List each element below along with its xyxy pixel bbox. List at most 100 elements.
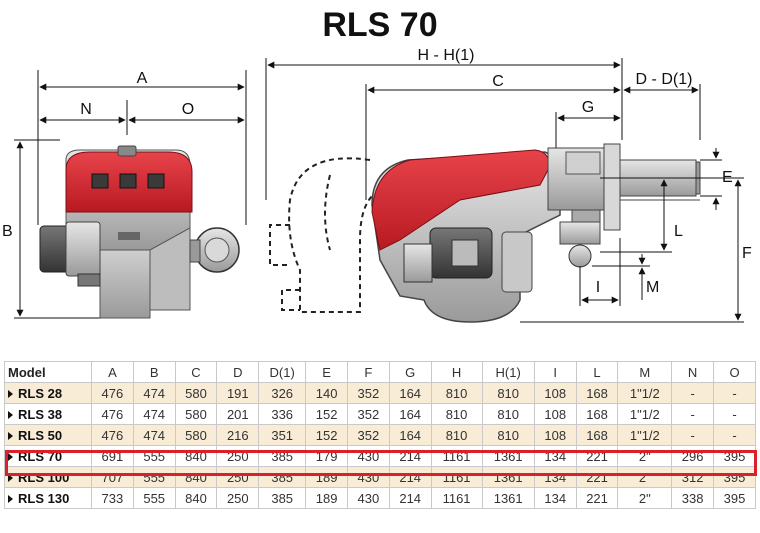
side-view: H - H(1) C D - D(1) G [265, 47, 752, 323]
table-cell: 476 [91, 382, 134, 404]
side-red-cover [371, 149, 550, 251]
column-header: L [575, 361, 619, 383]
table-cell: 810 [481, 382, 535, 404]
table-cell: 168 [575, 424, 619, 446]
model-name: RLS 130 [18, 490, 70, 506]
dim-label-d: D - D(1) [636, 71, 693, 88]
column-header: F [347, 361, 390, 383]
table-cell: 351 [258, 424, 307, 446]
model-cell: RLS 100 [4, 466, 92, 488]
table-cell: 164 [388, 382, 432, 404]
table-cell: - [713, 424, 756, 446]
table-cell: 214 [388, 487, 432, 509]
model-cell: RLS 38 [4, 403, 92, 425]
model-name: RLS 28 [18, 385, 63, 401]
column-header: H [430, 361, 483, 383]
column-header: N [671, 361, 715, 383]
column-header: H(1) [481, 361, 535, 383]
table-cell: 580 [174, 403, 218, 425]
table-cell: 840 [174, 466, 218, 488]
table-cell: 810 [430, 382, 483, 404]
model-cell: RLS 50 [4, 424, 92, 446]
table-cell: 1"1/2 [617, 382, 673, 404]
dim-label-h: H - H(1) [418, 47, 475, 64]
table-cell: 216 [216, 424, 260, 446]
model-name: RLS 50 [18, 427, 63, 443]
table-cell: 385 [258, 487, 307, 509]
table-cell: 168 [575, 382, 619, 404]
table-cell: 1161 [430, 487, 483, 509]
model-cell: RLS 130 [4, 487, 92, 509]
table-cell: 326 [258, 382, 307, 404]
column-header: A [91, 361, 134, 383]
table-cell: 189 [305, 466, 348, 488]
table-cell: 164 [388, 424, 432, 446]
column-header: I [533, 361, 577, 383]
row-arrow-icon [8, 390, 13, 399]
table-cell: - [713, 382, 756, 404]
table-cell: 352 [347, 403, 390, 425]
table-cell: 430 [347, 466, 390, 488]
table-cell: 395 [713, 487, 756, 509]
table-cell: 476 [91, 403, 134, 425]
table-cell: 580 [174, 424, 218, 446]
table-cell: 134 [533, 487, 577, 509]
table-cell: 580 [174, 382, 218, 404]
table-cell: 474 [132, 382, 176, 404]
column-header: E [305, 361, 348, 383]
table-cell: 108 [533, 424, 577, 446]
table-cell: 474 [132, 424, 176, 446]
table-cell: - [671, 424, 715, 446]
dim-label-n: N [80, 101, 92, 118]
page-title: RLS 70 [322, 6, 438, 44]
table-cell: - [671, 382, 715, 404]
row-arrow-icon [8, 495, 13, 504]
table-cell: 810 [430, 403, 483, 425]
dim-label-f: F [742, 245, 752, 262]
column-header: O [713, 361, 756, 383]
table-cell: 250 [216, 466, 260, 488]
table-cell: 134 [533, 466, 577, 488]
column-header: G [388, 361, 432, 383]
gas-inlet [568, 244, 592, 268]
dim-label-a: A [137, 70, 148, 87]
table-cell: 476 [91, 424, 134, 446]
dim-label-m: M [646, 279, 659, 296]
table-cell: 733 [91, 487, 134, 509]
column-header: M [617, 361, 673, 383]
row-arrow-icon [8, 411, 13, 420]
table-cell: 164 [388, 403, 432, 425]
model-name: RLS 38 [18, 406, 63, 422]
table-cell: 168 [575, 403, 619, 425]
table-cell: 810 [430, 424, 483, 446]
side-flange [603, 143, 621, 231]
table-cell: 840 [174, 487, 218, 509]
column-header: B [132, 361, 176, 383]
table-cell: 250 [216, 487, 260, 509]
table-cell: 152 [305, 403, 348, 425]
dim-label-c: C [492, 73, 504, 90]
table-cell: 2" [617, 487, 673, 509]
table-cell: 474 [132, 403, 176, 425]
dim-label-l: L [674, 223, 683, 240]
model-cell: RLS 28 [4, 382, 92, 404]
table-cell: 555 [132, 487, 176, 509]
table-cell: - [713, 403, 756, 425]
row-arrow-icon [8, 474, 13, 483]
table-cell: 352 [347, 382, 390, 404]
dim-label-g: G [582, 99, 594, 116]
table-cell: 810 [481, 424, 535, 446]
column-header: D [216, 361, 260, 383]
table-cell: 1361 [481, 487, 535, 509]
dim-label-b: B [2, 223, 13, 240]
row-arrow-icon [8, 432, 13, 441]
table-cell: 338 [671, 487, 715, 509]
table-cell: 191 [216, 382, 260, 404]
table-cell: 140 [305, 382, 348, 404]
